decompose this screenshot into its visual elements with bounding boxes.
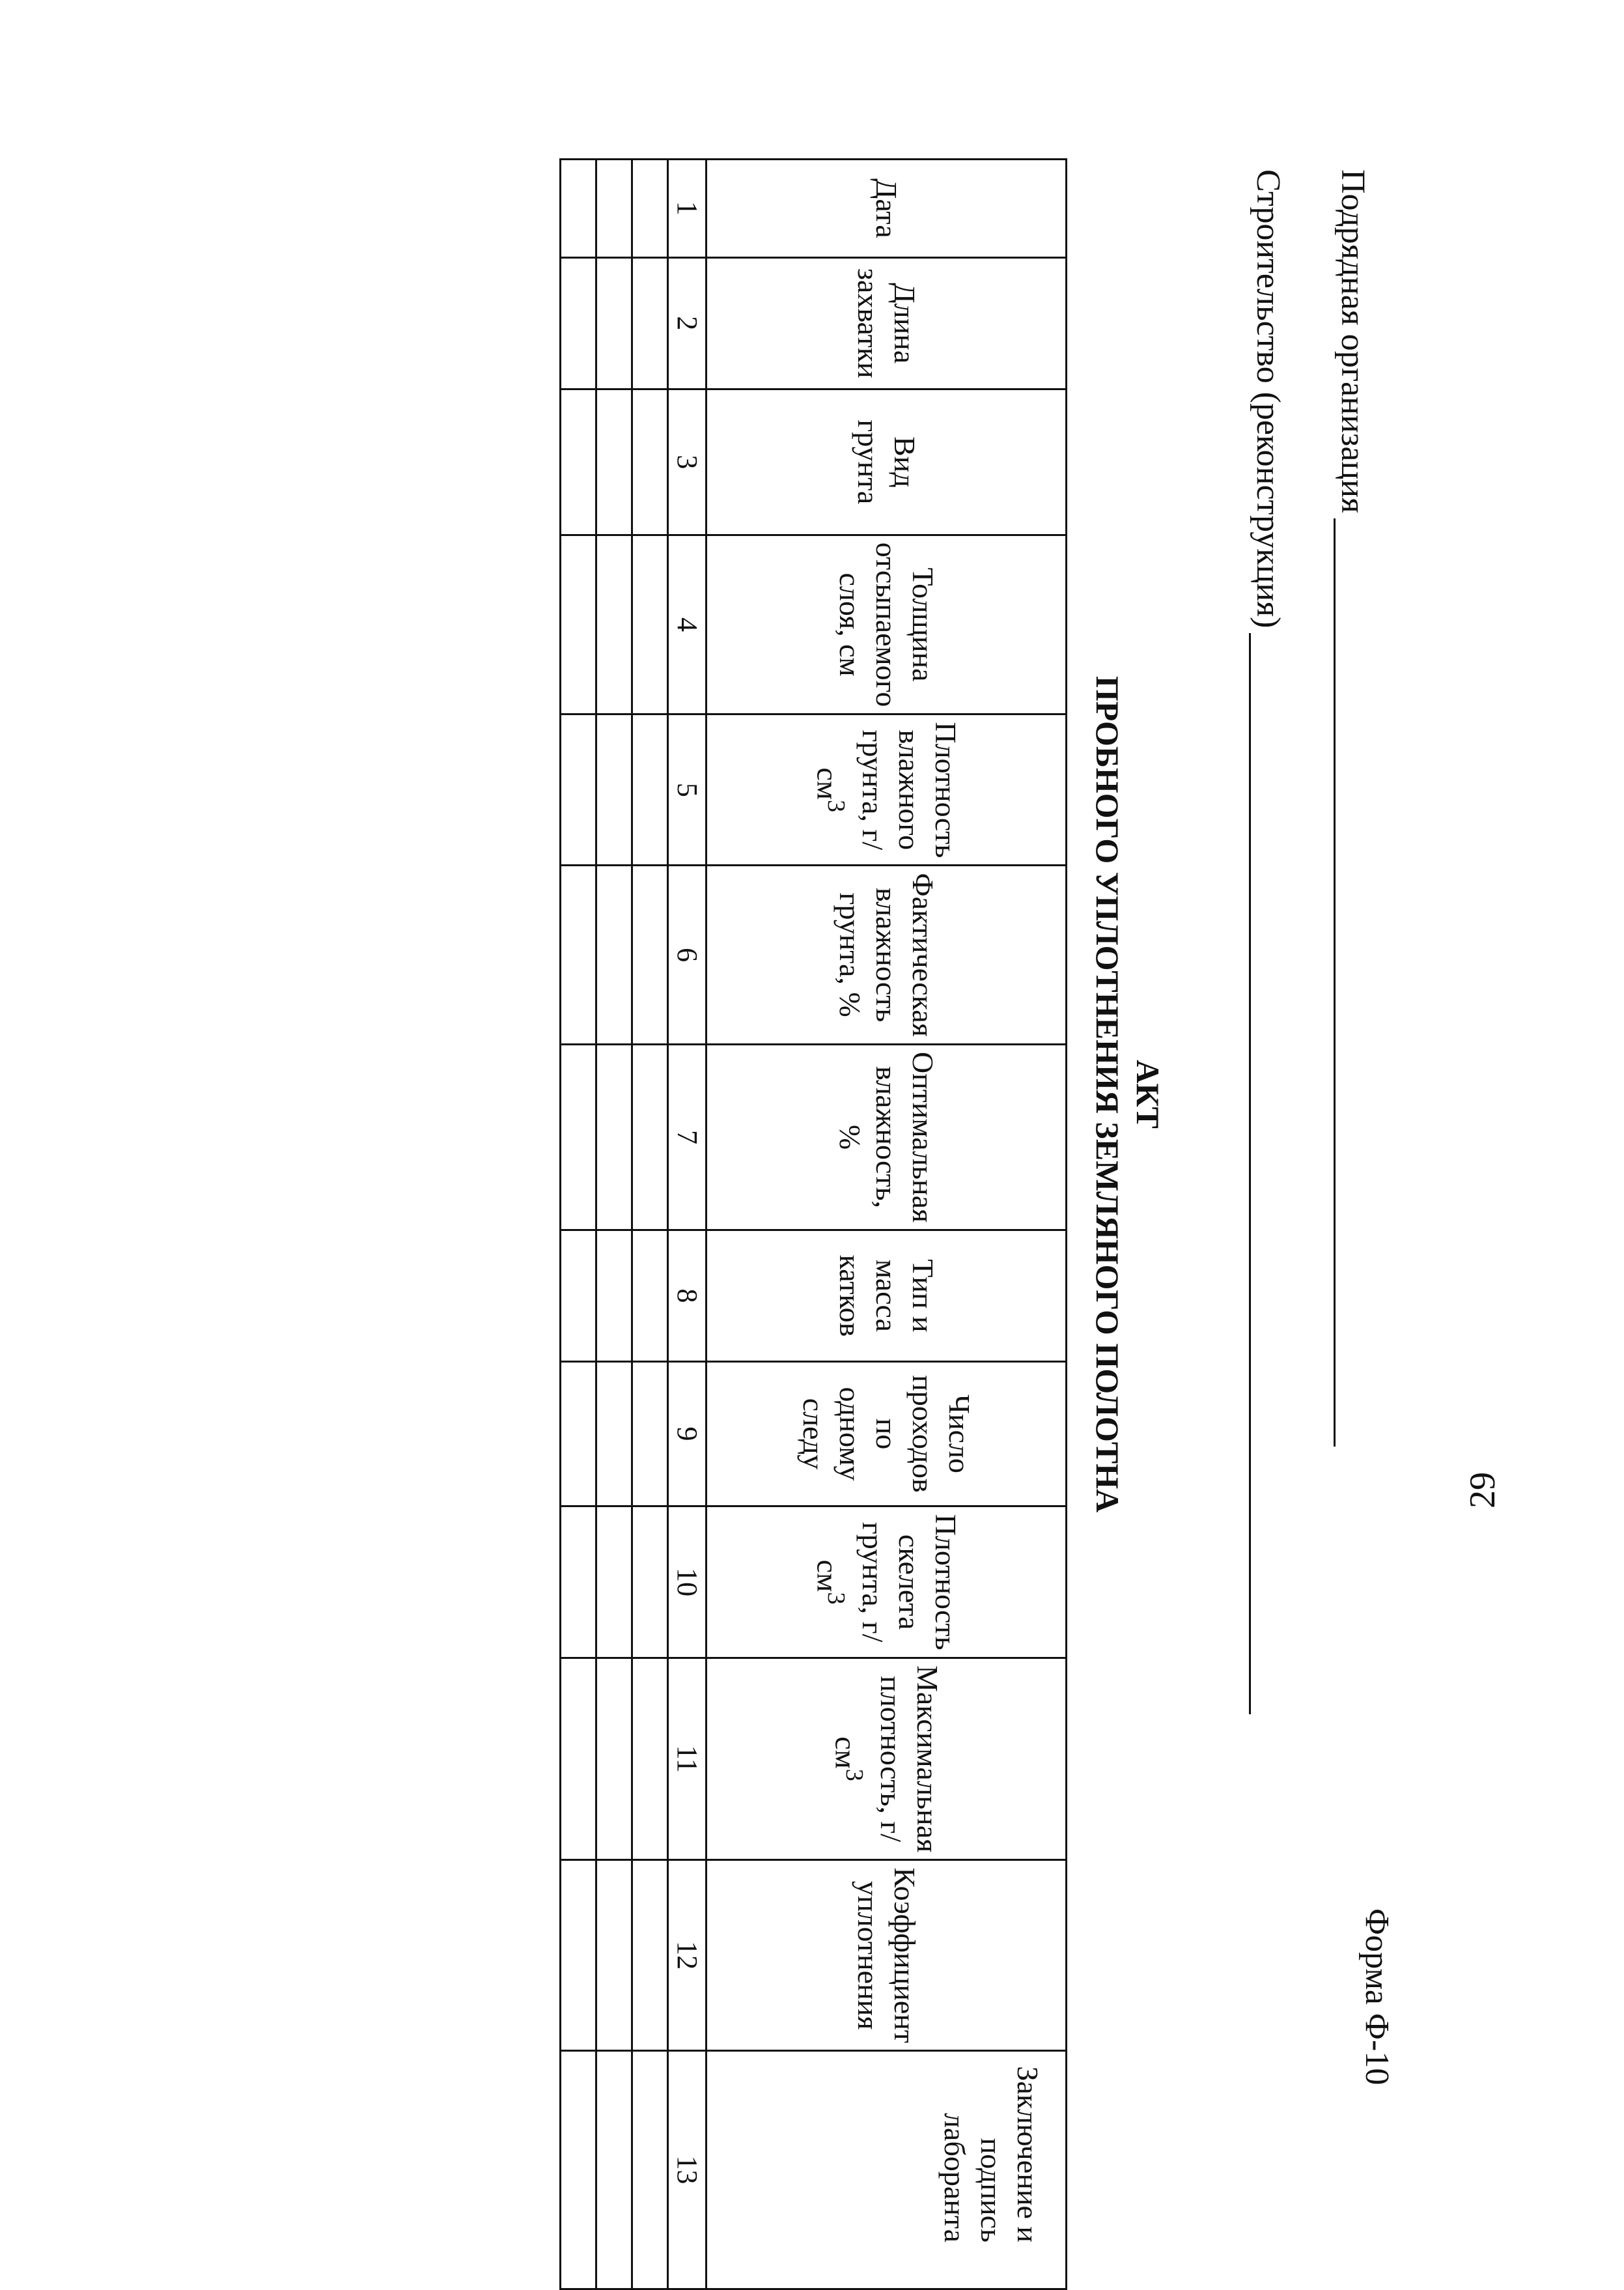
column-number: 7 (667, 1044, 707, 1230)
table-cell[interactable] (632, 1361, 668, 1506)
construction-field: Строительство (реконструкция) (1249, 169, 1287, 1715)
table-cell[interactable] (632, 389, 668, 535)
header-cell: Фактическая влажность грунта, % (706, 865, 1067, 1045)
column-number: 9 (667, 1361, 707, 1506)
table-cell[interactable] (632, 1230, 668, 1362)
contractor-label: Подрядная организация (1334, 169, 1371, 513)
table-cell[interactable] (596, 1859, 632, 2051)
header-cell: Толщина отсыпаемого слоя, см (706, 535, 1067, 714)
table-row (632, 159, 668, 2289)
header-cell: Длина захватки (706, 257, 1067, 389)
column-number: 10 (667, 1506, 707, 1658)
superscript: 3 (822, 800, 850, 813)
table-cell[interactable] (596, 535, 632, 714)
table-cell[interactable] (560, 865, 596, 1045)
column-number: 12 (667, 1859, 707, 2051)
column-number: 8 (667, 1230, 707, 1362)
table-cell[interactable] (560, 535, 596, 714)
contractor-field: Подрядная организация (1334, 169, 1371, 1447)
table-cell[interactable] (632, 257, 668, 389)
column-number: 3 (667, 389, 707, 535)
header-cell: Число проходов по одному следу (706, 1361, 1067, 1506)
table-cell[interactable] (596, 1230, 632, 1362)
page-number: 29 (1463, 1472, 1503, 1508)
table-cell[interactable] (596, 1044, 632, 1230)
table-cell[interactable] (596, 1658, 632, 1860)
column-number-row: 1 2 3 4 5 6 7 8 9 10 11 12 13 (667, 159, 707, 2289)
construction-blank-line[interactable] (1249, 633, 1283, 1715)
document-title: АКТ ПРОБНОГО УПЛОТНЕНИЯ ЗЕМЛЯНОГО ПОЛОТН… (1087, 638, 1168, 1550)
column-number: 5 (667, 714, 707, 866)
table-cell[interactable] (596, 389, 632, 535)
table-cell[interactable] (560, 389, 596, 535)
act-table: Дата Длина захватки Вид грунта Толщина о… (559, 158, 1067, 2290)
table-cell[interactable] (560, 2050, 596, 2289)
table-cell[interactable] (560, 1506, 596, 1658)
title-line-2: ПРОБНОГО УПЛОТНЕНИЯ ЗЕМЛЯНОГО ПОЛОТНА (1089, 675, 1126, 1513)
construction-label: Строительство (реконструкция) (1250, 169, 1287, 629)
column-number: 1 (667, 159, 707, 258)
header-cell: Заключение и подпись лаборанта (706, 2050, 1067, 2289)
table-cell[interactable] (632, 714, 668, 866)
column-number: 4 (667, 535, 707, 714)
table-cell[interactable] (560, 159, 596, 258)
header-cell: Вид грунта (706, 389, 1067, 535)
header-cell: Плотность скелета грунта, г/см3 (706, 1506, 1067, 1658)
table-cell[interactable] (560, 1658, 596, 1860)
contractor-blank-line[interactable] (1334, 518, 1368, 1447)
table-cell[interactable] (560, 1044, 596, 1230)
column-number: 11 (667, 1658, 707, 1860)
table-cell[interactable] (632, 1859, 668, 2051)
header-cell: Дата (706, 159, 1067, 258)
header-cell: Максимальная плотность, г/см3 (706, 1658, 1067, 1860)
table-row (596, 159, 632, 2289)
title-line-1: АКТ (1130, 1060, 1166, 1129)
table-cell[interactable] (632, 535, 668, 714)
form-label: Форма Ф-10 (1358, 1908, 1395, 2085)
table-cell[interactable] (596, 865, 632, 1045)
table-cell[interactable] (560, 714, 596, 866)
table-cell[interactable] (596, 714, 632, 866)
table-cell[interactable] (632, 1044, 668, 1230)
table-cell[interactable] (632, 1658, 668, 1860)
table-row (560, 159, 596, 2289)
table-cell[interactable] (632, 2050, 668, 2289)
table-cell[interactable] (632, 865, 668, 1045)
header-cell: Плотность влажного грунта, г/см3 (706, 714, 1067, 866)
table-cell[interactable] (560, 257, 596, 389)
header-cell: Тип и масса катков (706, 1230, 1067, 1362)
table-cell[interactable] (560, 1859, 596, 2051)
table-cell[interactable] (596, 257, 632, 389)
table-cell[interactable] (632, 1506, 668, 1658)
table-cell[interactable] (596, 159, 632, 258)
table-cell[interactable] (560, 1361, 596, 1506)
table-cell[interactable] (596, 2050, 632, 2289)
superscript: 3 (840, 1768, 868, 1781)
header-cell: Оптимальная влажность, % (706, 1044, 1067, 1230)
table-cell[interactable] (632, 159, 668, 258)
column-number: 13 (667, 2050, 707, 2289)
header-row: Дата Длина захватки Вид грунта Толщина о… (706, 159, 1067, 2289)
table-cell[interactable] (596, 1361, 632, 1506)
superscript: 3 (822, 1592, 850, 1605)
header-cell: Коэффициент уплотнения (706, 1859, 1067, 2051)
column-number: 6 (667, 865, 707, 1045)
column-number: 2 (667, 257, 707, 389)
table-cell[interactable] (560, 1230, 596, 1362)
table-cell[interactable] (596, 1506, 632, 1658)
